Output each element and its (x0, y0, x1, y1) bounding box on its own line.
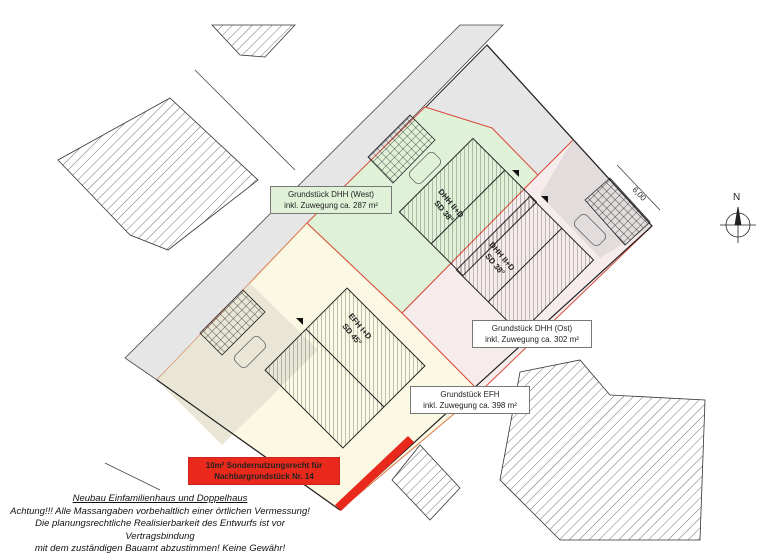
special-use-line-2: Nachbargrundstück Nr. 14 (214, 472, 314, 481)
dimension-line (616, 164, 661, 211)
notes-title: Neubau Einfamilienhaus und Doppelhaus (72, 493, 248, 504)
notes-line-2: Die planungsrechtliche Realisierbarkeit … (35, 518, 285, 542)
dimension-text: 6,00 (631, 185, 649, 203)
notes-line-1: Achtung!!! Alle Massangaben vorbehaltlic… (10, 505, 310, 517)
building-dhh-2 (455, 195, 595, 335)
garages (199, 114, 651, 356)
label-dhh-ost: Grundstück DHH (Ost) inkl. Zuwegung ca. … (472, 320, 592, 348)
plot-area: inkl. Zuwegung ca. 398 m² (423, 401, 517, 410)
entrance-markers (296, 170, 548, 325)
label-efh: Grundstück EFH inkl. Zuwegung ca. 398 m² (410, 386, 530, 414)
north-arrow-icon (720, 206, 756, 243)
north-label: N (733, 192, 740, 203)
plot-title: Grundstück DHH (Ost) (491, 324, 573, 333)
notes-line-3: mit dem zuständigen Bauamt abzustimmen! … (34, 543, 286, 554)
building-efh (264, 287, 426, 449)
label-dhh-west: Grundstück DHH (West) inkl. Zuwegung ca.… (270, 186, 392, 214)
car-icons (233, 151, 607, 369)
label-special-use: 10m² Sondernutzungsrecht für Nachbargrun… (188, 457, 340, 485)
plot-area: inkl. Zuwegung ca. 287 m² (284, 201, 378, 210)
special-use-strip (335, 436, 414, 511)
plot-area: inkl. Zuwegung ca. 302 m² (485, 335, 579, 344)
notes: Neubau Einfamilienhaus und Doppelhaus Ac… (0, 493, 320, 556)
neighbour-buildings (57, 24, 706, 541)
plot-title: Grundstück DHH (West) (287, 190, 375, 199)
special-use-line-1: 10m² Sondernutzungsrecht für (205, 461, 323, 470)
plot-title: Grundstück EFH (440, 390, 500, 399)
